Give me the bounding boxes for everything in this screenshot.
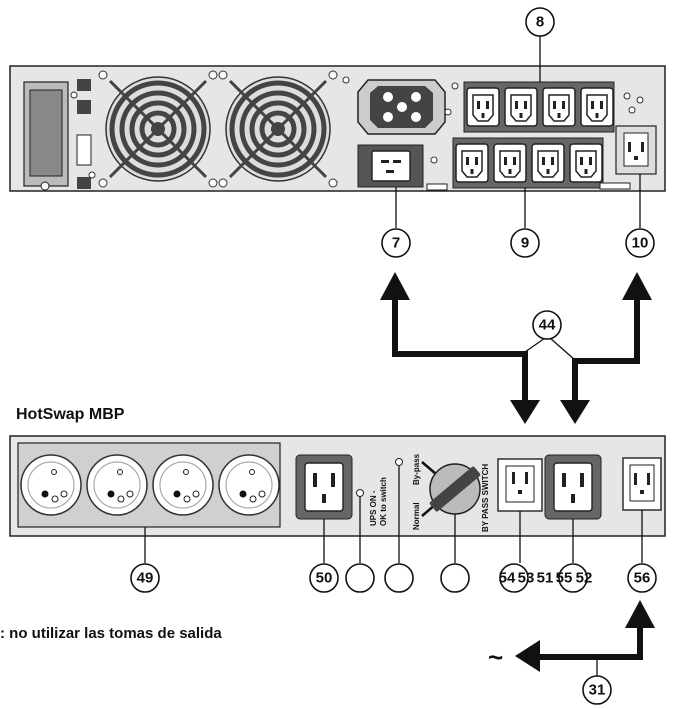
callout-10: 10	[625, 228, 655, 258]
callout-31: 31	[582, 675, 612, 705]
callout-51: 51	[537, 570, 554, 587]
ok-to-switch-label: OK to switch	[379, 477, 388, 526]
c19-inlet-mbp	[544, 454, 602, 520]
leader-lines-top	[395, 36, 641, 228]
svg-text:9: 9	[521, 235, 529, 252]
fr-socket-strip	[17, 442, 281, 528]
mbp-input-inlet	[622, 457, 662, 511]
ups-input-inlet	[615, 125, 657, 175]
outlet-group-top	[463, 81, 615, 133]
ups-on-led	[356, 489, 364, 497]
outlet-group-bottom	[452, 137, 604, 189]
warning-note: : no utilizar las tomas de salida	[0, 625, 222, 642]
device-title: HotSwap MBP	[16, 406, 125, 423]
callout-8: 8	[525, 7, 555, 37]
svg-text:31: 31	[589, 682, 606, 699]
callout-55: 55	[556, 570, 573, 587]
callout-53: 53	[518, 570, 535, 587]
callout-7: 7	[381, 228, 411, 258]
callout-56: 56	[627, 563, 657, 593]
callout-50: 50	[309, 563, 339, 593]
callout-9: 9	[510, 228, 540, 258]
output-cable	[515, 600, 655, 676]
callout-49: 49	[130, 563, 160, 593]
bypass-switch-label: BY PASS SWITCH	[481, 464, 490, 532]
ac-symbol: ~	[488, 642, 503, 672]
cooling-fan-left	[106, 77, 210, 181]
svg-text:7: 7	[392, 235, 400, 252]
leader-lines-bottom	[144, 466, 643, 563]
svg-text:56: 56	[634, 570, 651, 587]
callout-empty-1	[345, 563, 375, 593]
c19-outlet-mbp	[295, 454, 353, 520]
bypass-led	[395, 458, 403, 466]
ups-on-label: UPS ON -	[369, 490, 378, 526]
power-cables	[380, 272, 652, 424]
normal-label: Normal	[412, 502, 421, 530]
bypass-label: By-pass	[412, 453, 421, 485]
svg-text:44: 44	[539, 317, 556, 334]
svg-text:49: 49	[137, 570, 154, 587]
svg-text:10: 10	[632, 235, 649, 252]
bypass-rotary-switch[interactable]	[421, 461, 481, 517]
c13-socket-mbp	[497, 458, 543, 512]
mbp-panel: UPS ON - OK to switch By-pass Normal BY …	[9, 435, 666, 537]
cooling-fan-right	[226, 77, 330, 181]
c19-outlet-ups	[357, 144, 424, 188]
ups-rear-panel	[9, 65, 666, 192]
callout-44: 44	[532, 310, 562, 340]
battery-connector	[357, 79, 446, 135]
callout-empty-2	[384, 563, 414, 593]
callout-54: 54	[499, 570, 516, 587]
callout-row-54-52: 54 53 51 55 52	[499, 563, 593, 593]
port-block	[77, 79, 91, 91]
callout-empty-3	[440, 563, 470, 593]
svg-text:8: 8	[536, 14, 544, 31]
svg-text:50: 50	[316, 570, 333, 587]
callout-52: 52	[576, 570, 593, 587]
